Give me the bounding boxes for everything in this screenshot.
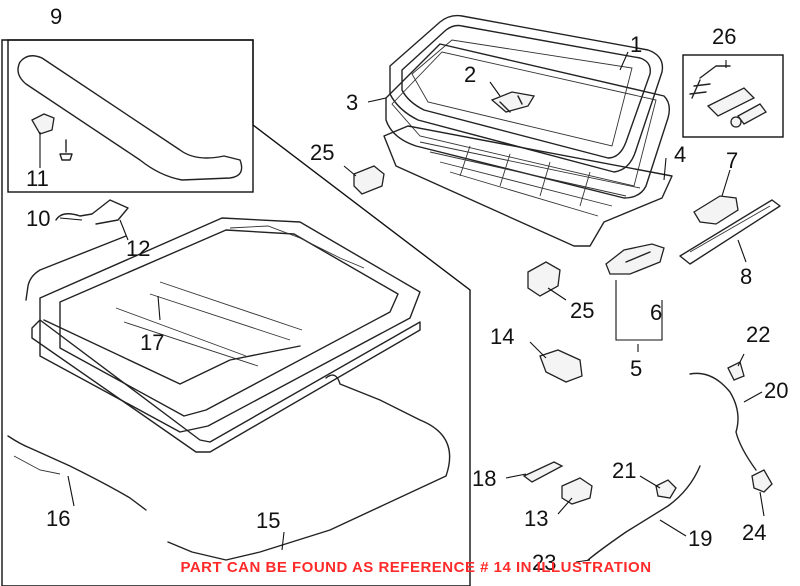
callout-25-lower: 25 <box>570 298 594 323</box>
callout-23: 23 <box>532 550 556 575</box>
wiring-harness-part <box>167 374 451 561</box>
drain-hose-part <box>689 372 757 471</box>
drain-hose-connector-part <box>55 199 129 225</box>
callout-24: 24 <box>742 520 766 545</box>
callout-1: 1 <box>630 32 642 57</box>
slider-part <box>605 243 665 275</box>
callout-6: 6 <box>650 300 662 325</box>
drain-tube-part <box>7 435 147 511</box>
callout-13: 13 <box>524 506 548 531</box>
callout-9: 9 <box>50 4 62 29</box>
callout-16: 16 <box>46 506 70 531</box>
callout-5: 5 <box>630 356 642 381</box>
callout-12: 12 <box>126 236 150 261</box>
callout-3: 3 <box>346 90 358 115</box>
guide-rail-part <box>679 195 781 265</box>
hardware-kit-box <box>682 54 784 138</box>
callout-17: 17 <box>140 330 164 355</box>
callout-15: 15 <box>256 508 280 533</box>
control-module-part <box>522 461 564 483</box>
callout-4: 4 <box>674 142 686 167</box>
callout-20: 20 <box>764 378 788 403</box>
callout-2: 2 <box>464 62 476 87</box>
glass-bracket-part <box>490 91 536 113</box>
callout-labels: 1 2 3 4 5 6 7 8 9 10 11 12 13 14 15 16 1… <box>26 4 788 575</box>
callout-19: 19 <box>688 526 712 551</box>
callout-10: 10 <box>26 206 50 231</box>
callout-26: 26 <box>712 24 736 49</box>
hardware-kit-parts <box>689 65 767 128</box>
assembly-group-frame <box>1 39 471 586</box>
callout-25-upper: 25 <box>310 140 334 165</box>
motor-part <box>539 349 583 383</box>
stop-block-upper-part <box>353 165 385 195</box>
deflector-seal-part <box>17 55 243 181</box>
reference-notice: PART CAN BE FOUND AS REFERENCE # 14 IN I… <box>180 559 652 576</box>
sunshade-part <box>383 125 673 247</box>
callout-21: 21 <box>612 458 636 483</box>
grommet-part <box>655 479 677 499</box>
callout-18: 18 <box>472 466 496 491</box>
callout-8: 8 <box>740 264 752 289</box>
stop-block-lower-part <box>527 261 561 297</box>
clip-part <box>31 113 73 161</box>
callout-7: 7 <box>726 148 738 173</box>
callout-14: 14 <box>490 324 514 349</box>
sunroof-frame-part <box>25 217 421 453</box>
glass-seal-part <box>385 43 671 199</box>
callout-11: 11 <box>26 166 49 191</box>
hose-clamp-part <box>727 361 745 381</box>
drain-valve-part <box>751 469 773 493</box>
drive-cable-part <box>587 465 701 561</box>
switch-part <box>561 477 593 505</box>
callout-22: 22 <box>746 322 770 347</box>
leader-lines <box>39 51 765 563</box>
